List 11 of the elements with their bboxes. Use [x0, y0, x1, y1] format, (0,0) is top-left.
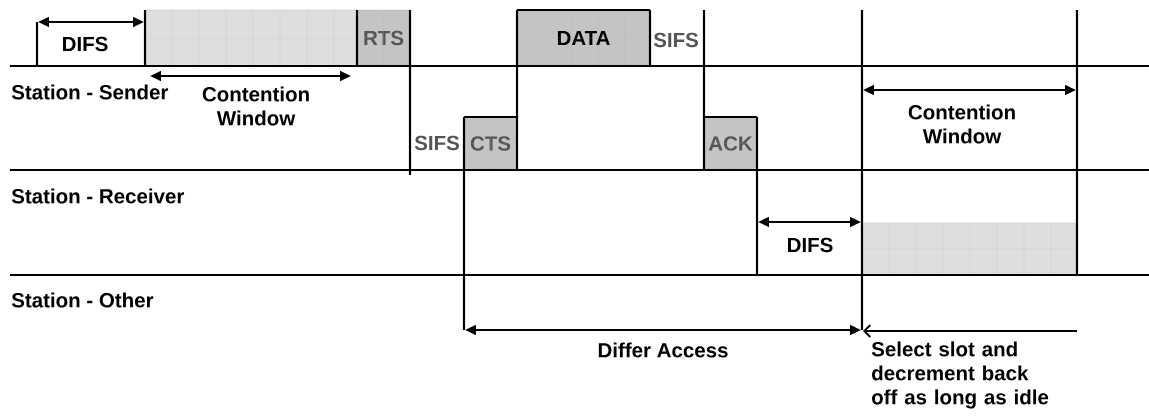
backoff-slots-box	[144, 9, 358, 67]
timing-label: Station - Receiver	[11, 188, 185, 204]
timing-label: Station - Other	[11, 292, 154, 308]
timing-label: Contention Window	[202, 86, 309, 126]
timing-label: DIFS	[788, 237, 833, 253]
packet-box: RTS	[356, 9, 411, 67]
timing-label: Station - Sender	[11, 84, 169, 100]
timing-label: Differ Access	[598, 342, 728, 358]
backoff-slots-box	[861, 222, 1078, 276]
packet-box: DATA	[516, 9, 651, 67]
timing-label: Select slot and decrement back off as long as idle	[871, 341, 1049, 409]
